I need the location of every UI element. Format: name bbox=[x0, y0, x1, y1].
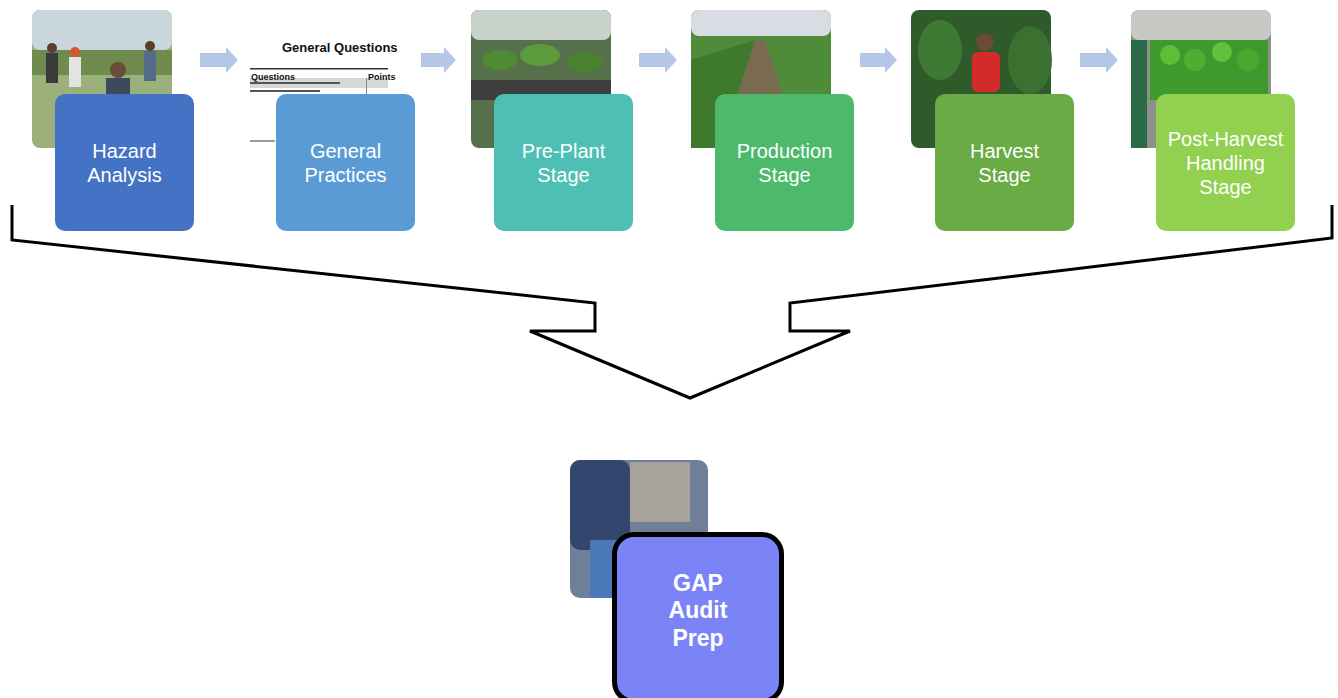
stage-label: Hazard Analysis bbox=[65, 139, 184, 187]
stage-box: Harvest Stage bbox=[935, 94, 1074, 231]
stage-box: Post-Harvest Handling Stage bbox=[1156, 94, 1295, 231]
stage-label: Pre-Plant Stage bbox=[504, 139, 623, 187]
document-text: Points bbox=[368, 72, 396, 82]
merge-bracket bbox=[12, 205, 1332, 398]
stage-label: Post-Harvest Handling Stage bbox=[1166, 127, 1285, 199]
stage-label: Production Stage bbox=[725, 139, 844, 187]
stage-label: Harvest Stage bbox=[945, 139, 1064, 187]
document-text: Questions bbox=[251, 72, 295, 82]
stage-label: General Practices bbox=[286, 139, 405, 187]
stage-box: General Practices bbox=[276, 94, 415, 231]
stage-box: Pre-Plant Stage bbox=[494, 94, 633, 231]
flow-arrow bbox=[639, 47, 677, 73]
audit-box: GAP Audit Prep bbox=[612, 532, 784, 698]
document-text: General Questions bbox=[282, 40, 398, 55]
stage-box: Hazard Analysis bbox=[55, 94, 194, 231]
flow-arrow bbox=[200, 47, 238, 73]
stage-box: Production Stage bbox=[715, 94, 854, 231]
flow-arrow bbox=[1080, 47, 1118, 73]
flow-arrow bbox=[860, 47, 897, 73]
flow-arrow bbox=[421, 47, 456, 73]
stage-label: GAP Audit Prep bbox=[658, 570, 738, 653]
